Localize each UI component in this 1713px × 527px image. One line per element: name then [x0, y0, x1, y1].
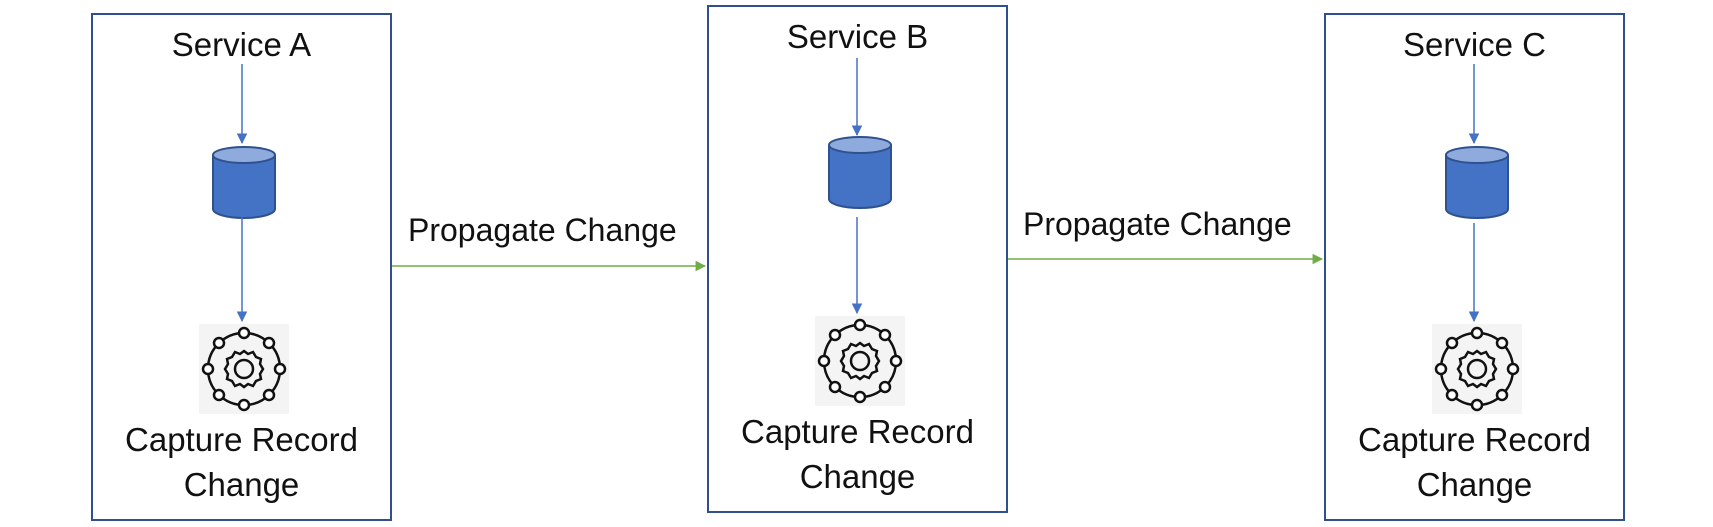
gear-network-icon	[199, 324, 289, 414]
database-icon	[1445, 146, 1509, 219]
service-b-capture-label: Capture Record Change	[741, 413, 974, 495]
gear-network-icon	[815, 316, 905, 406]
propagate-change-label-2: Propagate Change	[1023, 206, 1292, 242]
service-a-title: Service A	[171, 26, 312, 63]
database-icon	[828, 136, 892, 209]
service-c-capture-label: Capture Record Change	[1358, 421, 1591, 503]
service-c-title: Service C	[1402, 26, 1547, 63]
propagate-change-label-1: Propagate Change	[408, 212, 677, 248]
database-icon	[212, 146, 276, 219]
gear-network-icon	[1432, 324, 1522, 414]
service-a-capture-label: Capture Record Change	[125, 421, 358, 503]
service-b-title: Service B	[786, 18, 929, 55]
